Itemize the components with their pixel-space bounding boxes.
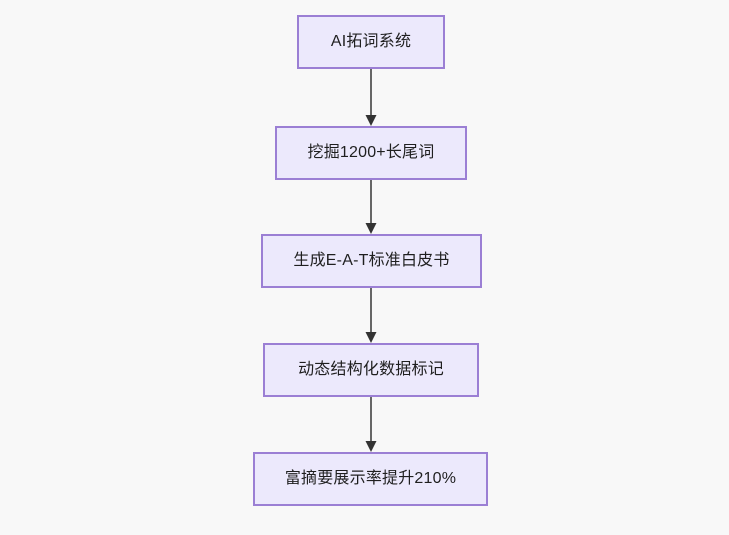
connector-node-2-to-node-3 — [359, 180, 383, 234]
flowchart-node-ai-keyword-system[interactable]: AI拓词系统 — [297, 15, 445, 69]
arrow-icon — [365, 180, 377, 234]
flowchart-node-label: 挖掘1200+长尾词 — [307, 144, 435, 161]
flowchart-node-dynamic-structured-data-markup[interactable]: 动态结构化数据标记 — [263, 343, 479, 397]
flowchart-node-mine-longtail-keywords[interactable]: 挖掘1200+长尾词 — [275, 126, 467, 180]
connector-node-4-to-node-5 — [359, 397, 383, 452]
flowchart-node-label: 生成E-A-T标准白皮书 — [293, 252, 450, 269]
arrow-icon — [365, 397, 377, 452]
arrow-icon — [365, 69, 377, 126]
flowchart-node-rich-snippet-rate-increase[interactable]: 富摘要展示率提升210% — [253, 452, 488, 506]
connector-node-1-to-node-2 — [359, 69, 383, 126]
arrow-icon — [365, 288, 377, 343]
flowchart-node-generate-eat-whitepaper[interactable]: 生成E-A-T标准白皮书 — [261, 234, 482, 288]
flowchart-node-label: AI拓词系统 — [330, 33, 412, 50]
flowchart-node-label: 富摘要展示率提升210% — [284, 470, 457, 487]
connector-node-3-to-node-4 — [359, 288, 383, 343]
flowchart-node-label: 动态结构化数据标记 — [298, 361, 444, 378]
